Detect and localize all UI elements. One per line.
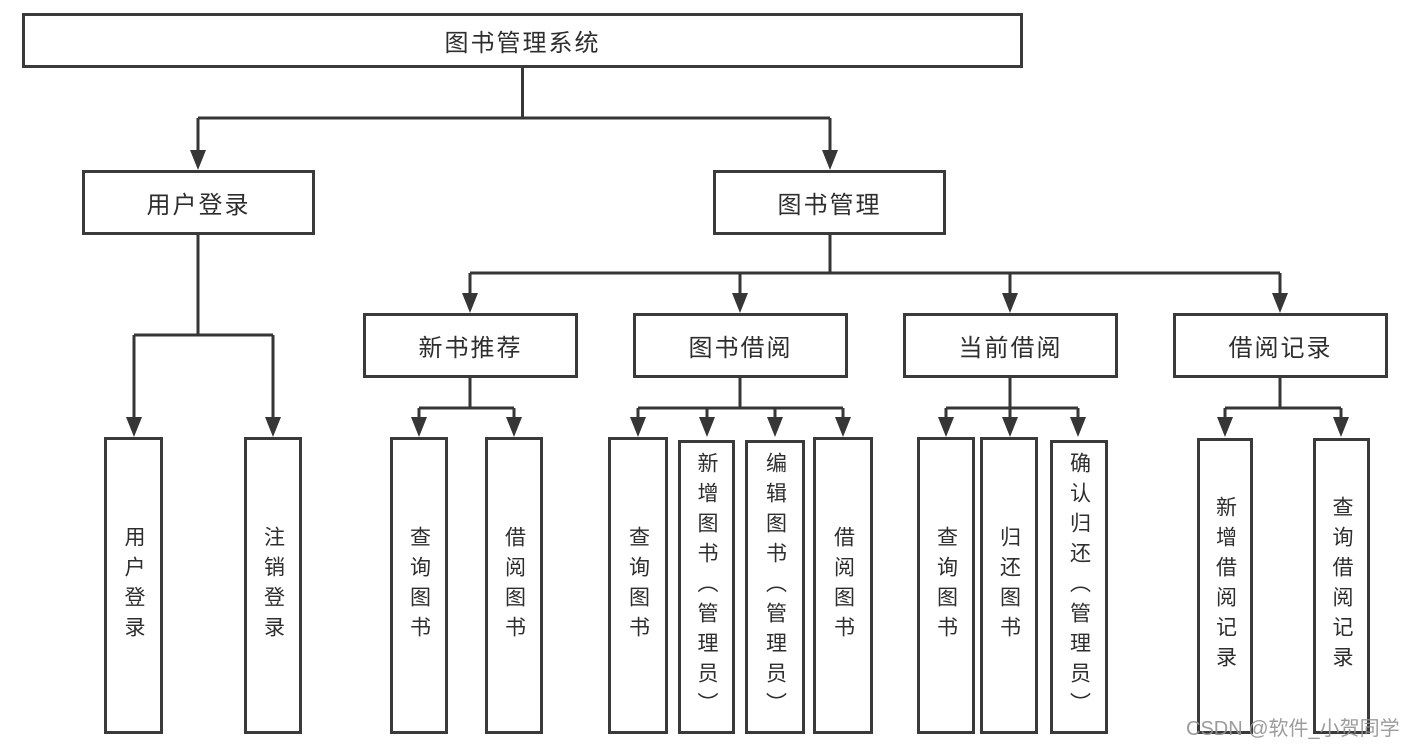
leaf-user-login: 用户登录 [104,437,163,734]
node-new-book-recommend: 新书推荐 [363,313,578,378]
leaf-borrow-books-recommend: 借阅图书 [485,437,543,734]
node-label: 借阅记录 [1228,335,1333,362]
node-label: 查询图书 [626,525,650,646]
leaf-return-books: 归还图书 [980,437,1038,734]
node-label: 用户登录 [122,525,145,646]
leaf-logout: 注销登录 [244,437,302,734]
node-label: 借阅图书 [831,525,855,646]
leaf-query-books-current: 查询图书 [917,437,975,734]
leaf-borrow-books: 借阅图书 [813,437,873,734]
node-borrowing-records: 借阅记录 [1173,313,1388,378]
watermark: CSDN @软件_小贺同学 [1186,718,1400,740]
leaf-query-books-recommend: 查询图书 [390,437,448,734]
node-label: 新增借阅记录 [1213,496,1237,676]
node-label: 借阅图书 [502,525,526,646]
node-label: 查询图书 [934,525,958,646]
node-label: 图书管理 [777,192,882,219]
node-label: 用户登录 [146,192,251,219]
node-current-borrowing: 当前借阅 [903,313,1118,378]
node-book-borrowing: 图书借阅 [633,313,848,378]
node-label: 归还图书 [997,525,1021,646]
leaf-add-book-admin: 新增图书（管理员） [678,440,735,734]
node-user-login: 用户登录 [82,170,315,235]
node-label: 查询图书 [407,525,431,646]
node-label: 新增图书（管理员） [695,452,718,722]
node-label: 新书推荐 [418,335,523,362]
node-label: 查询借阅记录 [1330,496,1353,676]
node-label: 图书借阅 [688,335,793,362]
leaf-confirm-return-admin: 确认归还（管理员） [1050,440,1108,734]
node-book-management: 图书管理 [713,170,946,235]
node-label: 图书管理系统 [444,30,601,57]
node-label: 注销登录 [261,525,285,646]
node-label: 确认归还（管理员） [1067,452,1091,722]
leaf-query-borrow-record: 查询借阅记录 [1313,438,1370,734]
leaf-query-books-borrow: 查询图书 [608,437,668,734]
node-label: 当前借阅 [958,335,1063,362]
node-label: 编辑图书（管理员） [763,452,787,722]
leaf-add-borrow-record: 新增借阅记录 [1197,438,1253,734]
node-library-system: 图书管理系统 [22,13,1023,68]
leaf-edit-book-admin: 编辑图书（管理员） [745,440,805,734]
